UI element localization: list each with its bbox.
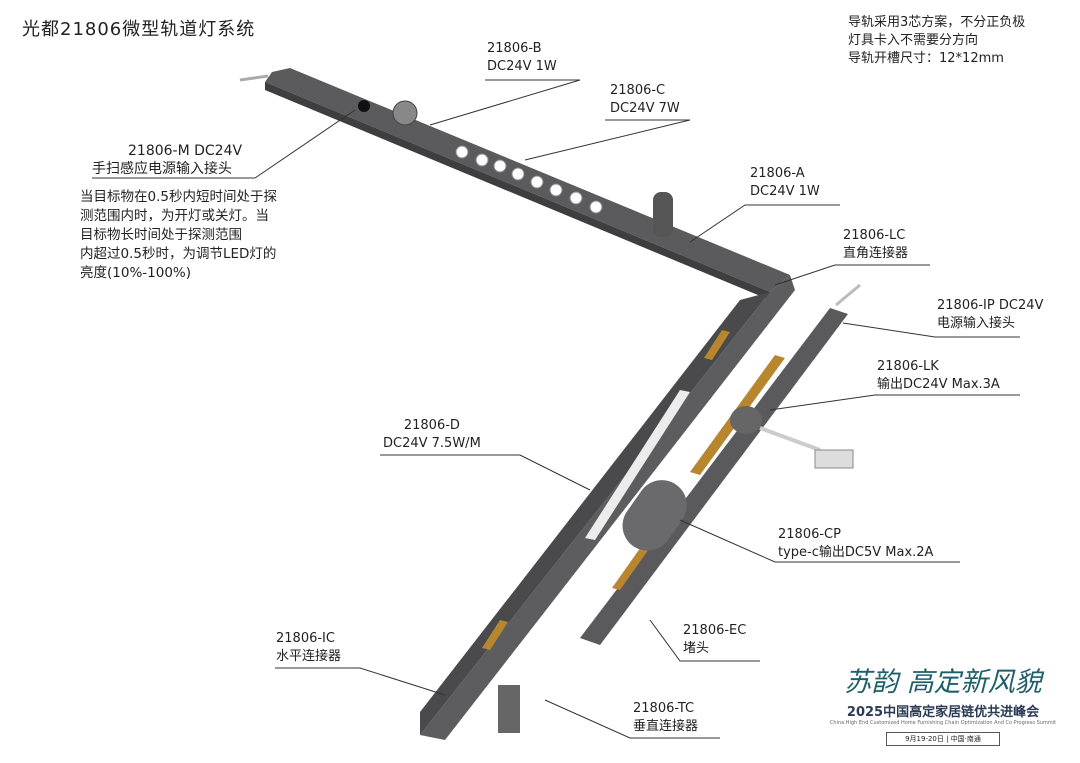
light-21806-B [392,100,418,126]
event-logo: 苏韵 高定新风貌 2025中国高定家居链优共进峰会 China High End… [828,660,1058,746]
page-title: 光都21806微型轨道灯系统 [22,19,256,40]
light-21806-C [455,145,603,214]
light-21806-A [653,192,673,237]
connector-21806-TC [498,685,520,733]
note-line: 导轨开槽尺寸：12*12mm [848,51,1004,66]
spec-notes: 导轨采用3芯方案，不分正负极 灯具卡入不需要分方向 导轨开槽尺寸：12*12mm [848,14,1025,68]
second-rail [580,308,848,645]
power-cable [239,74,269,82]
note-line: 灯具卡入不需要分方向 [848,33,979,48]
sensor-21806-M [358,100,370,112]
module-21806-LK [730,406,762,434]
module-21806-CP [622,480,687,551]
top-rail [265,68,790,292]
sensor-description: 当目标物在0.5秒内短时间处于探 测范围内时，为开灯或关灯。当 目标物长时间处于… [80,189,277,281]
note-line: 导轨采用3芯方案，不分正负极 [848,15,1026,30]
linear-light-strip [585,390,690,540]
